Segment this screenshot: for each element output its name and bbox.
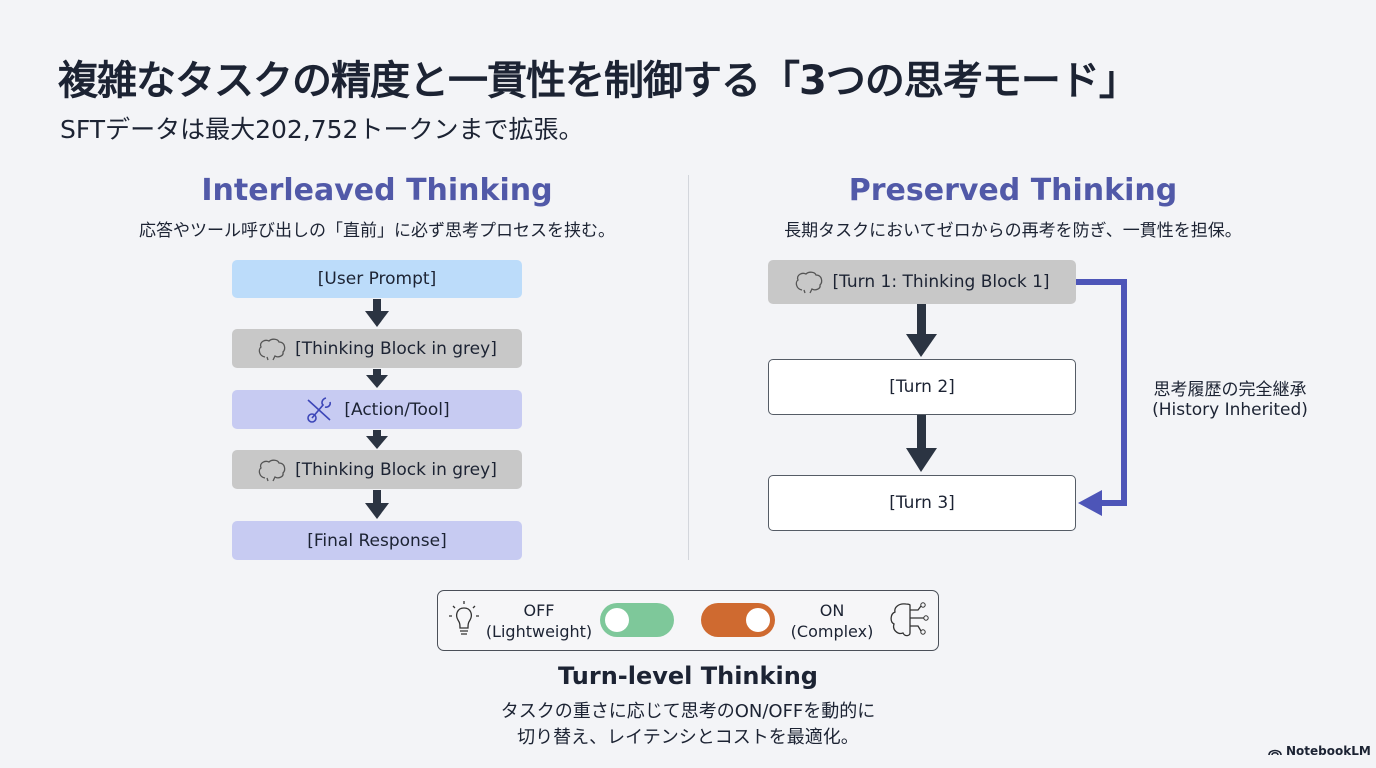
- turn-label: [Turn 1: Thinking Block 1]: [832, 272, 1050, 292]
- off-subtext: (Lightweight): [485, 622, 593, 641]
- divider: [688, 175, 689, 560]
- interleaved-heading: Interleaved Thinking: [201, 173, 553, 208]
- lightbulb-icon: [449, 601, 479, 635]
- step-label: [Thinking Block in grey]: [295, 338, 497, 359]
- toggle-on[interactable]: [701, 603, 775, 637]
- turn-level-toggle-panel: [437, 590, 939, 651]
- preserved-heading: Preserved Thinking: [848, 173, 1178, 208]
- on-subtext: (Complex): [790, 622, 874, 641]
- turn-label: [Turn 3]: [889, 493, 955, 513]
- toggle-knob: [605, 608, 629, 632]
- step-final-response: [Final Response]: [232, 521, 522, 560]
- arrow-down-icon: [365, 490, 389, 519]
- brain-icon: [258, 459, 286, 481]
- history-inherit-arrow: [1076, 279, 1127, 516]
- on-text: ON: [819, 601, 845, 620]
- step-label: [User Prompt]: [317, 269, 437, 289]
- notebooklm-logo: NotebookLM: [1268, 744, 1371, 758]
- step-thinking-block: [Thinking Block in grey]: [232, 450, 522, 489]
- step-label: [Final Response]: [307, 530, 447, 551]
- toggle-knob: [746, 608, 770, 632]
- turn-level-desc-2: 切り替え、レイテンシとコストを最適化。: [517, 727, 859, 748]
- turn-label: [Turn 2]: [889, 377, 955, 397]
- arrow-down-icon: [365, 299, 389, 327]
- off-label: OFF (Lightweight): [482, 600, 596, 642]
- interleaved-description: 応答やツール呼び出しの「直前」に必ず思考プロセスを挟む。: [139, 221, 615, 241]
- turn-level-heading: Turn-level Thinking: [558, 662, 818, 690]
- toggle-off[interactable]: [600, 603, 674, 637]
- step-label: [Thinking Block in grey]: [295, 459, 497, 480]
- turn-1-box: [Turn 1: Thinking Block 1]: [768, 260, 1076, 304]
- arrow-down-icon: [366, 369, 388, 388]
- page-title: 複雑なタスクの精度と一貫性を制御する「3つの思考モード」: [58, 58, 1139, 104]
- arrow-down-icon: [906, 415, 937, 472]
- off-text: OFF: [523, 601, 555, 620]
- arrow-down-icon: [906, 304, 937, 357]
- page-subtitle: SFTデータは最大202,752トークンまで拡張。: [60, 115, 584, 144]
- brain-circuit-icon: [890, 602, 929, 637]
- step-label: [Action/Tool]: [344, 399, 450, 420]
- history-inherited-sublabel: (History Inherited): [1152, 400, 1308, 420]
- on-label: ON (Complex): [780, 600, 884, 642]
- brain-icon: [258, 338, 286, 360]
- step-thinking-block: [Thinking Block in grey]: [232, 329, 522, 368]
- brand-label: NotebookLM: [1286, 744, 1371, 758]
- step-user-prompt: [User Prompt]: [232, 260, 522, 298]
- step-action-tool: [Action/Tool]: [232, 390, 522, 429]
- arrow-down-icon: [366, 430, 388, 449]
- history-inherited-label: 思考履歴の完全継承: [1153, 380, 1307, 400]
- notebooklm-icon: [1268, 749, 1282, 756]
- turn-level-desc-1: タスクの重さに応じて思考のON/OFFを動的に: [500, 701, 876, 722]
- turn-2-box: [Turn 2]: [768, 359, 1076, 415]
- preserved-description: 長期タスクにおいてゼロからの再考を防ぎ、一貫性を担保。: [784, 221, 1242, 241]
- turn-3-box: [Turn 3]: [768, 475, 1076, 531]
- tools-icon: [307, 396, 332, 423]
- brain-icon: [796, 271, 823, 294]
